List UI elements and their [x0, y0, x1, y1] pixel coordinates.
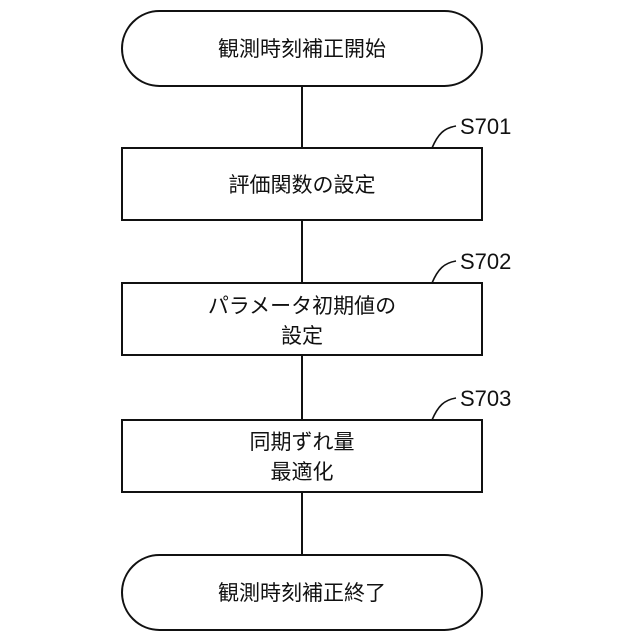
step-number-s701: S701 — [460, 114, 511, 139]
step-number-s702: S702 — [460, 249, 511, 274]
process-step-s703: 同期ずれ量 最適化 S703 — [122, 386, 511, 492]
process-label-s701-line1: 評価関数の設定 — [229, 173, 376, 197]
step-number-s703: S703 — [460, 386, 511, 411]
end-terminal-label: 観測時刻補正終了 — [218, 581, 386, 605]
process-step-s701: 評価関数の設定 S701 — [122, 114, 511, 220]
end-terminal: 観測時刻補正終了 — [122, 555, 482, 630]
process-label-s703-line1: 同期ずれ量 — [250, 430, 355, 454]
process-label-s702-line2: 設定 — [281, 324, 323, 348]
step-callout-leader-s701 — [432, 126, 456, 148]
process-step-s702: パラメータ初期値の 設定 S702 — [122, 249, 511, 355]
process-label-s703-line2: 最適化 — [271, 460, 334, 484]
start-terminal: 観測時刻補正開始 — [122, 11, 482, 86]
process-label-s702-line1: パラメータ初期値の — [208, 294, 396, 318]
step-callout-leader-s702 — [432, 261, 456, 283]
step-callout-leader-s703 — [432, 398, 456, 420]
start-terminal-label: 観測時刻補正開始 — [218, 37, 386, 61]
